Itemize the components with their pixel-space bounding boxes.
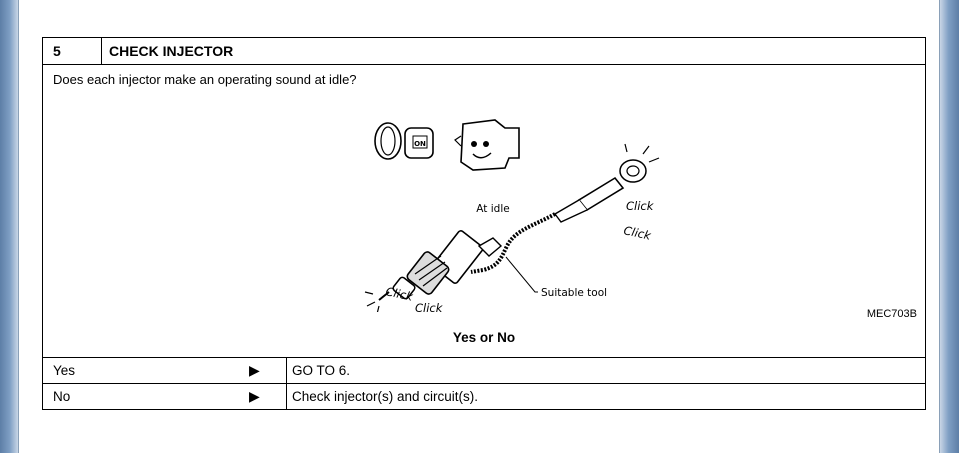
figure-code: MEC703B	[866, 308, 917, 320]
injector-icon	[364, 230, 503, 312]
window-frame-right	[940, 0, 959, 453]
answer-result: GO TO 6.	[292, 363, 351, 378]
engine-label: At idle	[476, 203, 509, 215]
key-on-label: ON	[414, 140, 426, 148]
step-title: CHECK INJECTOR	[109, 43, 234, 59]
tool-label: Suitable tool	[541, 287, 607, 299]
step-question: Does each injector make an operating sou…	[53, 72, 357, 87]
answer-row-no: No ▶ Check injector(s) and circuit(s).	[43, 383, 925, 410]
sound-label-bottom-2-wrap: Click	[384, 284, 415, 304]
injector-illustration: ON At idle	[364, 119, 660, 312]
engine-icon: At idle	[454, 119, 520, 215]
answer-label: No	[53, 389, 71, 404]
yes-or-no-prompt: Yes or No	[452, 330, 516, 345]
sound-label-top-1: Click	[626, 199, 655, 213]
diagnostic-step-box: 5 CHECK INJECTOR Does each injector make…	[42, 37, 926, 410]
listening-tool-icon	[470, 143, 660, 274]
tool-leader-line	[505, 256, 538, 293]
step-number: 5	[43, 38, 102, 64]
answer-row-yes: Yes ▶ GO TO 6.	[43, 357, 925, 384]
sound-label-bottom-1: Click	[415, 301, 444, 312]
ignition-key-icon: ON	[374, 122, 434, 160]
step-header: 5 CHECK INJECTOR	[43, 38, 925, 65]
answer-label: Yes	[53, 363, 76, 378]
sound-label-top-2: Click	[622, 223, 653, 243]
arrow-right-icon: ▶	[249, 362, 260, 378]
document-page: 5 CHECK INJECTOR Does each injector make…	[18, 0, 940, 453]
arrow-right-icon: ▶	[249, 388, 260, 404]
answer-result: Check injector(s) and circuit(s).	[292, 389, 479, 404]
window-frame-left	[0, 0, 18, 453]
sound-label-bottom-2: Click	[384, 284, 415, 304]
